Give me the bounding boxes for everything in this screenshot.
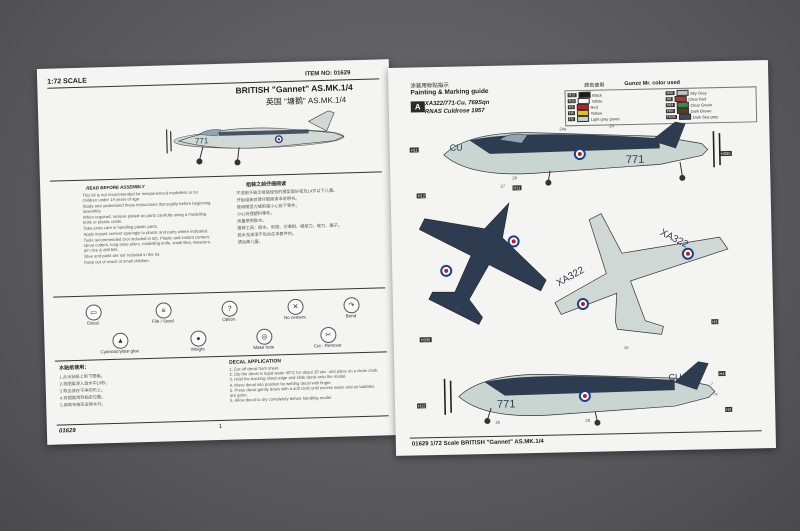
- bend-icon: ↷: [343, 297, 360, 314]
- cement-icon: ▲: [112, 332, 129, 349]
- color-title-cn: 颜色使用: [584, 82, 605, 89]
- decal-steps: 1. Cut off decal from sheet. 2. Dip the …: [229, 363, 380, 404]
- part-number: 27: [454, 306, 460, 312]
- icon-label: Cyanoacrylate glue: [100, 348, 140, 355]
- part-number: 24: [609, 123, 614, 129]
- icon-label: Make hole: [253, 344, 275, 351]
- instruction-sheet-left: 1:72 SCALE ITEM NO: 01629 BRITISH "Ganne…: [36, 59, 400, 445]
- kit-title: BRITISH "Gannet" AS.MK.1/4: [235, 82, 353, 96]
- callout: H12: [416, 193, 427, 199]
- cn-list: 不适用于缺乏组装经验的模型爱好者及14岁以下儿童。 开始组装前请仔细阅读本说明书…: [236, 186, 368, 246]
- item-number: ITEM NO: 01629: [304, 70, 351, 78]
- decal-cn-steps: 1.从水贴纸上剪下图案。 2.将图案浸入温水中10秒。 3.取出放在干净的布上。…: [59, 369, 210, 408]
- side-view-top: 771 CU: [443, 121, 721, 186]
- part-number: 28: [512, 175, 518, 181]
- scale-label: 1:72 SCALE: [47, 77, 87, 86]
- callout: H2: [725, 406, 733, 413]
- side-code: 771: [626, 154, 645, 166]
- callout: H335: [419, 337, 432, 343]
- read-before-heading: READ BEFORE ASSEMBLY: [86, 184, 145, 191]
- painting-guide-sheet: 涂装用标贴指示 Painting & Marking guide 颜色使用 Gu…: [387, 60, 777, 456]
- part-number: 24a: [559, 126, 567, 132]
- scheme-letter: A: [410, 101, 425, 113]
- cu-code-bottom: CU: [668, 372, 681, 382]
- scheme-code: XA322/771-Cu, 769Sqn: [424, 99, 490, 108]
- icon-label: Weight: [190, 346, 205, 352]
- kit-title-cn: 英国 "塘鹅" AS.MK.1/4: [265, 95, 347, 107]
- cu-code-top: CU: [450, 142, 463, 152]
- footer-code: 01629: [58, 428, 76, 435]
- callout: H335: [719, 150, 732, 157]
- no-cement-icon: ✕: [287, 298, 304, 316]
- icon-label: Option: [222, 316, 236, 322]
- part-number: 16: [623, 345, 629, 351]
- callout: H11: [512, 185, 522, 191]
- callout: H11: [409, 147, 419, 153]
- side-code-bottom: 771: [497, 398, 516, 410]
- callout: H3: [711, 319, 719, 325]
- cn-heading: 组装之前仔细阅读: [246, 181, 287, 189]
- side-view-bottom: 771 CU: [443, 361, 716, 426]
- page-number: 1: [218, 423, 223, 431]
- icon-label: No cement: [283, 314, 306, 321]
- part-number: 7: [710, 381, 714, 387]
- callout: H12: [417, 403, 427, 409]
- plan-view-upper: [418, 202, 547, 325]
- icon-label: File / Sand: [152, 318, 174, 324]
- scheme-base: RNAS Culdrose 1957: [424, 108, 485, 116]
- read-before-list: This kit is not recommended for inexperi…: [82, 189, 212, 266]
- icon-label: Decal: [87, 320, 99, 326]
- plan-view-lower: XA322 XA322: [554, 213, 729, 335]
- aircraft-code: 771: [195, 136, 209, 145]
- icon-label: Bend: [345, 313, 357, 319]
- decal-cn-heading: 水贴纸使用：: [59, 364, 90, 372]
- part-number: 27: [500, 183, 506, 189]
- part-number: 7a: [712, 391, 718, 397]
- weight-icon: ●: [190, 330, 207, 347]
- gannet-illustration: 771: [165, 110, 345, 166]
- option-icon: ?: [221, 300, 238, 317]
- part-number: 26: [495, 419, 501, 425]
- part-number: 28: [585, 417, 591, 423]
- cut-icon: ✂: [320, 326, 337, 344]
- file-icon: ≡: [155, 302, 172, 319]
- icon-label: Cut - Remove: [313, 342, 342, 349]
- callout: H4: [718, 371, 726, 377]
- serial-lower: XA322: [555, 265, 587, 289]
- decal-icon: ▭: [85, 304, 102, 321]
- color-title: Gunze Mr. color used: [624, 79, 681, 88]
- guide-footer: 01629 1/72 Scale BRITISH "Gannet" AS.MK.…: [411, 438, 544, 448]
- guide-heading: Painting & Marking guide: [410, 87, 489, 97]
- drill-icon: ◎: [256, 328, 273, 345]
